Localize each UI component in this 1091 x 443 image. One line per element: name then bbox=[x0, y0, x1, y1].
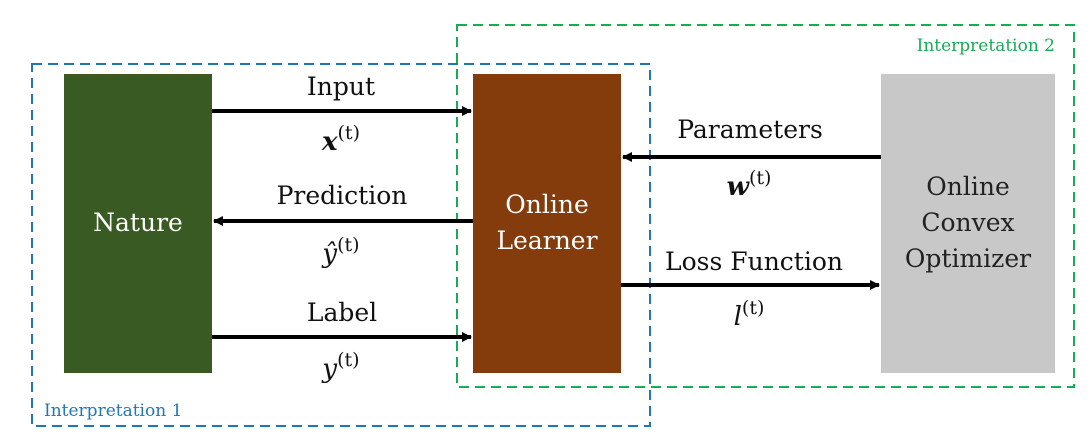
input-symbol: x(t) bbox=[321, 122, 360, 157]
online-convex-optimizer-box bbox=[881, 74, 1055, 373]
prediction-label: Prediction bbox=[277, 181, 408, 210]
loss-function-symbol-sup: (t) bbox=[742, 297, 764, 319]
prediction-symbol-sup: (t) bbox=[337, 234, 359, 256]
optimizer-label-line2: Convex bbox=[921, 208, 1014, 237]
loss-function-symbol-base: l bbox=[734, 302, 742, 332]
interpretation-2-region bbox=[456, 24, 1075, 388]
label-label: Label bbox=[307, 298, 377, 327]
label-symbol: y(t) bbox=[321, 349, 359, 384]
nature-label: Nature bbox=[93, 208, 183, 237]
label-symbol-base: y bbox=[321, 354, 337, 384]
interpretation-1-label: Interpretation 1 bbox=[44, 401, 182, 421]
prediction-symbol: ŷ(t) bbox=[321, 234, 359, 269]
parameters-label: Parameters bbox=[677, 115, 823, 144]
loss-function-symbol: l(t) bbox=[734, 297, 765, 332]
input-symbol-base: x bbox=[321, 127, 338, 157]
input-symbol-sup: (t) bbox=[338, 122, 360, 144]
prediction-symbol-base: ŷ bbox=[321, 239, 337, 269]
online-learner-label-line2: Learner bbox=[496, 226, 597, 255]
interpretation-2-label: Interpretation 2 bbox=[917, 36, 1055, 56]
label-symbol-sup: (t) bbox=[337, 349, 359, 371]
optimizer-label-line1: Online bbox=[926, 172, 1009, 201]
interpretation-1-region bbox=[31, 63, 651, 427]
parameters-symbol-base: w bbox=[727, 172, 751, 202]
nature-box bbox=[64, 74, 212, 373]
input-label: Input bbox=[307, 72, 375, 101]
optimizer-label-line3: Optimizer bbox=[905, 244, 1031, 273]
online-learner-label-line1: Online bbox=[505, 190, 588, 219]
parameters-symbol: w(t) bbox=[727, 167, 772, 202]
loss-function-label: Loss Function bbox=[665, 247, 843, 276]
online-learner-box bbox=[473, 74, 621, 373]
parameters-symbol-sup: (t) bbox=[749, 167, 771, 189]
